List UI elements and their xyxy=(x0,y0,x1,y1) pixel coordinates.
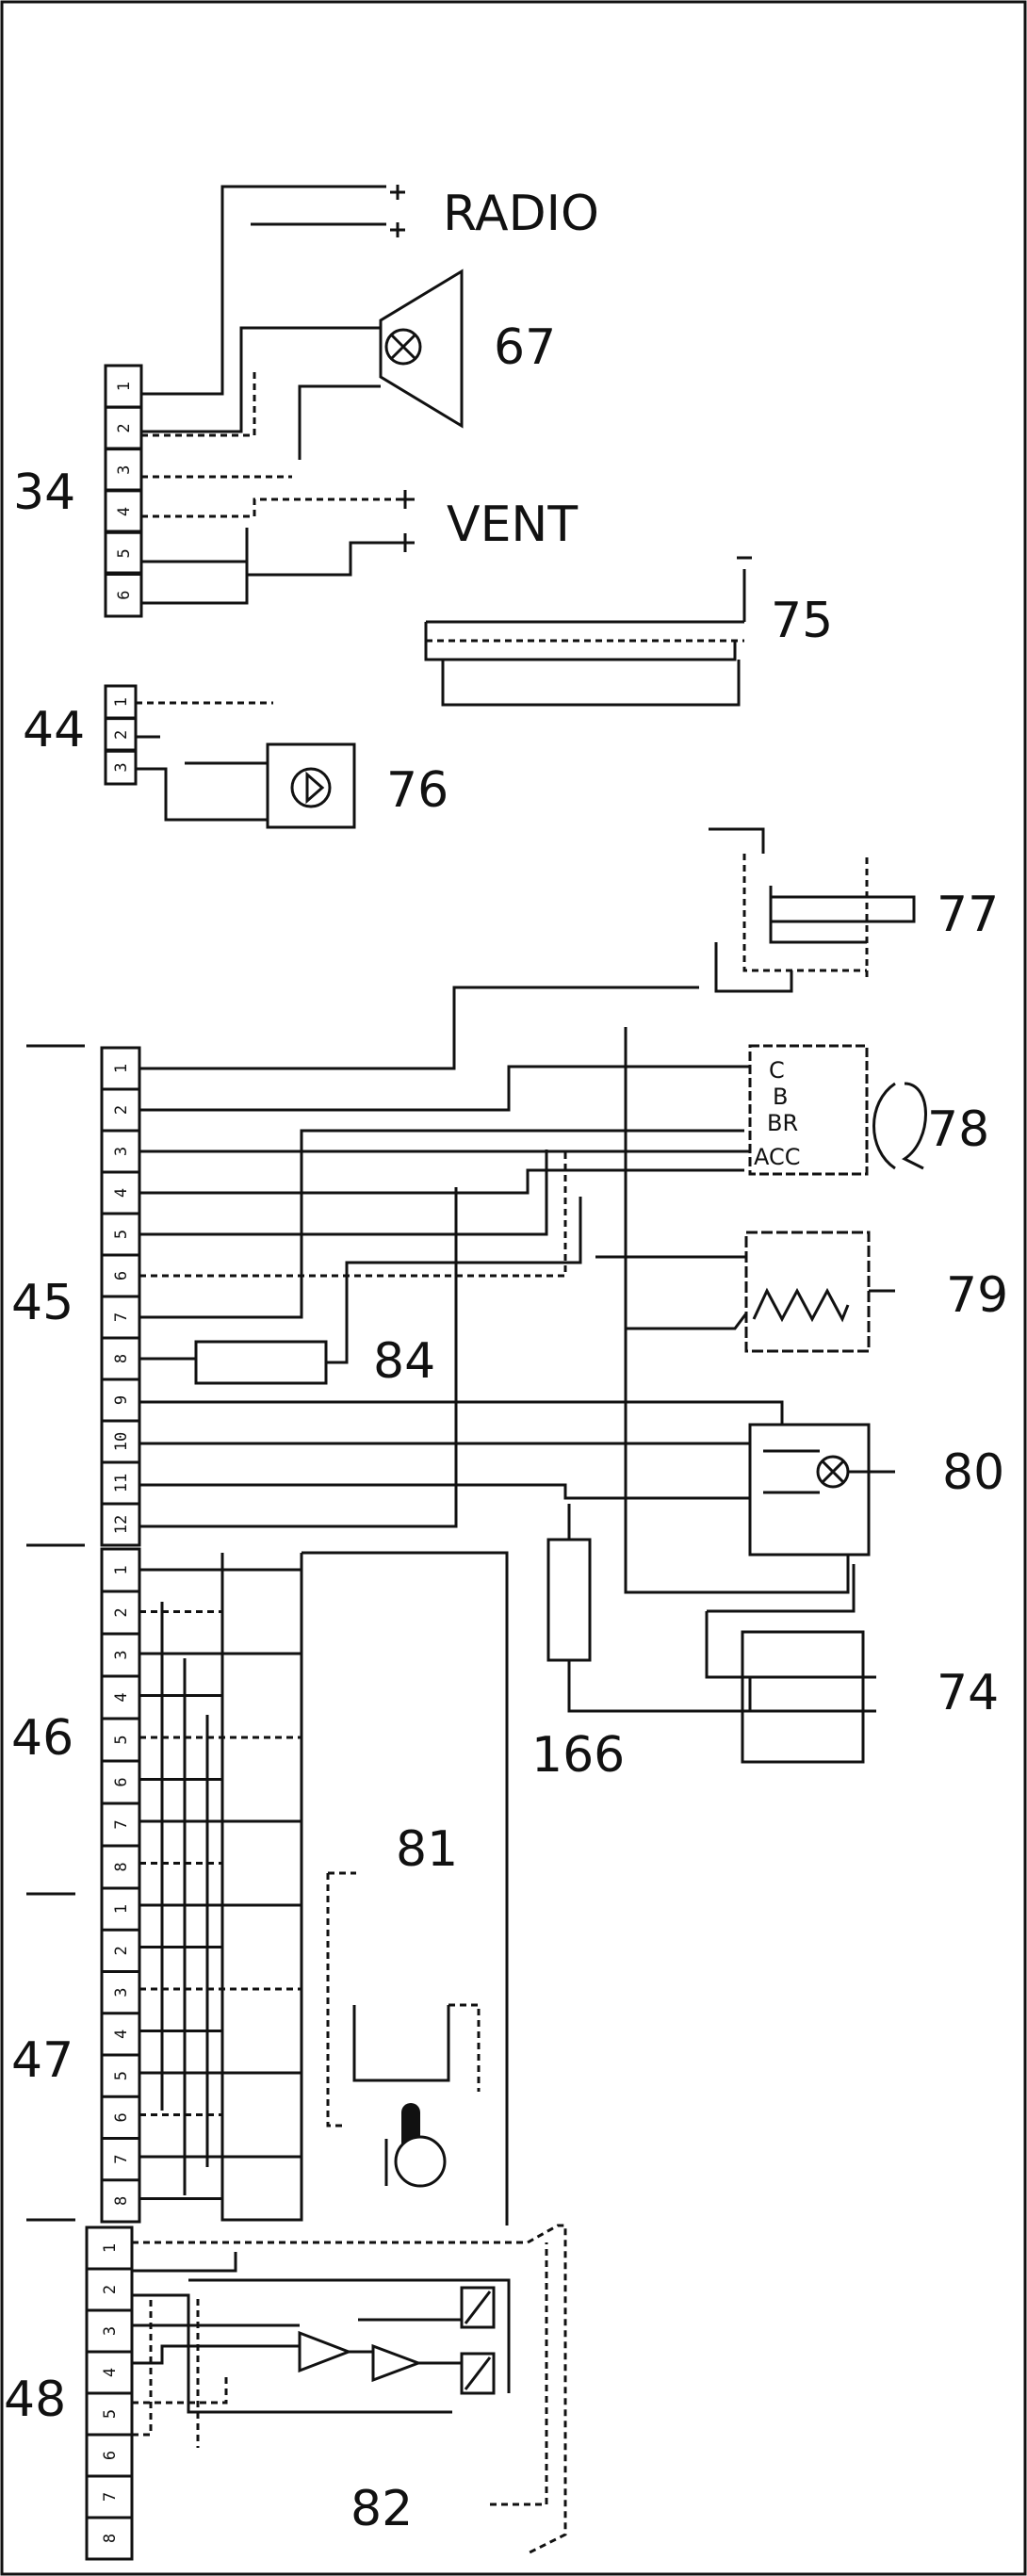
lamp-80 xyxy=(748,1423,895,1557)
speaker-67 xyxy=(141,269,464,460)
connector-48-group: 1 2 3 4 5 6 7 8 xyxy=(85,2225,134,2561)
heater-79 xyxy=(595,1231,895,1353)
label-82: 82 xyxy=(350,2481,413,2537)
amplifier-82 xyxy=(132,2224,567,2555)
pin-label: 8 xyxy=(112,2196,131,2206)
pin-label: 8 xyxy=(112,1354,131,1363)
pin-label: 4 xyxy=(101,2368,120,2377)
connector-44 xyxy=(104,684,138,786)
label-166: 166 xyxy=(531,1727,625,1784)
pin-label: 3 xyxy=(112,1988,131,1997)
pin-label: 3 xyxy=(115,465,134,475)
label-46: 46 xyxy=(11,1710,73,1767)
pin-label: 5 xyxy=(101,2409,120,2419)
pin-label: 5 xyxy=(115,548,134,558)
label-67: 67 xyxy=(494,319,556,376)
pin-label: 5 xyxy=(112,1230,131,1239)
label-84: 84 xyxy=(373,1333,435,1390)
component-76 xyxy=(266,742,356,829)
label-45: 45 xyxy=(11,1275,73,1331)
pin-label: 4 xyxy=(115,507,134,516)
label-44: 44 xyxy=(23,702,85,758)
pin-label: 3 xyxy=(101,2326,120,2336)
pin-label: 1 xyxy=(112,1565,131,1574)
pin-label: 7 xyxy=(112,2155,131,2164)
pin-label: 4 xyxy=(112,1188,131,1198)
label-48: 48 xyxy=(4,2372,66,2428)
pin-label: 7 xyxy=(101,2492,120,2502)
pin-label: 2 xyxy=(112,1105,131,1115)
pin-label: 5 xyxy=(112,1735,131,1744)
connector-46-group: 1 2 3 4 5 6 7 8 xyxy=(100,1547,141,1890)
switch-78-term-b: B xyxy=(773,1084,788,1110)
pin-label: 6 xyxy=(112,1271,131,1280)
label-81: 81 xyxy=(396,1821,458,1878)
pin-label: 3 xyxy=(112,1650,131,1659)
connector-34-group: 1 2 3 4 5 6 xyxy=(104,364,143,618)
label-74: 74 xyxy=(937,1665,999,1721)
connector-47-pins: 1 2 3 4 5 6 7 8 xyxy=(102,1904,139,2206)
pin-label: 1 xyxy=(112,1904,131,1914)
pin-label: 2 xyxy=(112,1607,131,1617)
component-75 xyxy=(424,556,752,707)
pin-label: 1 xyxy=(112,697,131,707)
pin-label: 2 xyxy=(115,423,134,432)
pin-label: 4 xyxy=(112,1692,131,1702)
switch-78-term-acc: ACC xyxy=(754,1144,801,1170)
pin-label: 7 xyxy=(112,1819,131,1829)
pin-label: 4 xyxy=(112,2030,131,2039)
connector-44-pins: 1 2 3 xyxy=(106,697,136,773)
pin-label: 6 xyxy=(101,2451,120,2460)
label-76: 76 xyxy=(386,762,448,819)
label-34: 34 xyxy=(13,465,75,521)
pin-label: 9 xyxy=(112,1395,131,1405)
pin-label: 5 xyxy=(112,2071,131,2080)
vent-label: VENT xyxy=(447,497,578,553)
pin-label: 6 xyxy=(112,2112,131,2122)
pin-label: 2 xyxy=(112,1946,131,1955)
pin-label: 8 xyxy=(112,1862,131,1871)
pin-label: 6 xyxy=(112,1777,131,1786)
pin-label: 1 xyxy=(101,2243,120,2253)
component-74 xyxy=(705,1564,876,1764)
component-77 xyxy=(709,827,916,993)
switch-78: C B BR ACC xyxy=(624,1027,927,1594)
label-78: 78 xyxy=(927,1101,989,1158)
pin-label: 11 xyxy=(112,1474,131,1492)
pin-label: 3 xyxy=(112,762,131,772)
label-79: 79 xyxy=(946,1267,1008,1324)
pin-label: 1 xyxy=(112,1064,131,1073)
pin-label: 8 xyxy=(101,2534,120,2543)
label-75: 75 xyxy=(771,593,833,649)
pin-label: 10 xyxy=(112,1432,131,1451)
switch-78-term-br: BR xyxy=(767,1110,798,1136)
label-47: 47 xyxy=(11,2032,73,2089)
pin-label: 12 xyxy=(112,1515,131,1534)
pin-label: 7 xyxy=(112,1312,131,1322)
resistor-84 xyxy=(194,1340,328,1385)
connector-47-group: 1 2 3 4 5 6 7 8 xyxy=(100,1886,141,2224)
connector-48-pins: 1 2 3 4 5 6 7 8 xyxy=(87,2243,132,2543)
control-module-81 xyxy=(220,1551,509,2225)
resistor-166 xyxy=(546,1538,592,1662)
pin-label: 2 xyxy=(112,730,131,740)
pin-label: 1 xyxy=(115,382,134,391)
radio-label: RADIO xyxy=(443,186,599,242)
connector-46-47-bus xyxy=(139,1568,302,2200)
pin-label: 6 xyxy=(115,591,134,600)
connector-46-pins: 1 2 3 4 5 6 7 8 xyxy=(102,1565,139,1872)
connector-44-group: 1 2 3 xyxy=(104,684,138,786)
switch-78-term-c: C xyxy=(769,1057,785,1084)
label-80: 80 xyxy=(942,1444,1004,1501)
pin-label: 3 xyxy=(112,1147,131,1156)
connector-34-pins: 1 2 3 4 5 6 xyxy=(106,382,141,600)
label-77: 77 xyxy=(937,887,999,943)
pin-label: 2 xyxy=(101,2285,120,2294)
